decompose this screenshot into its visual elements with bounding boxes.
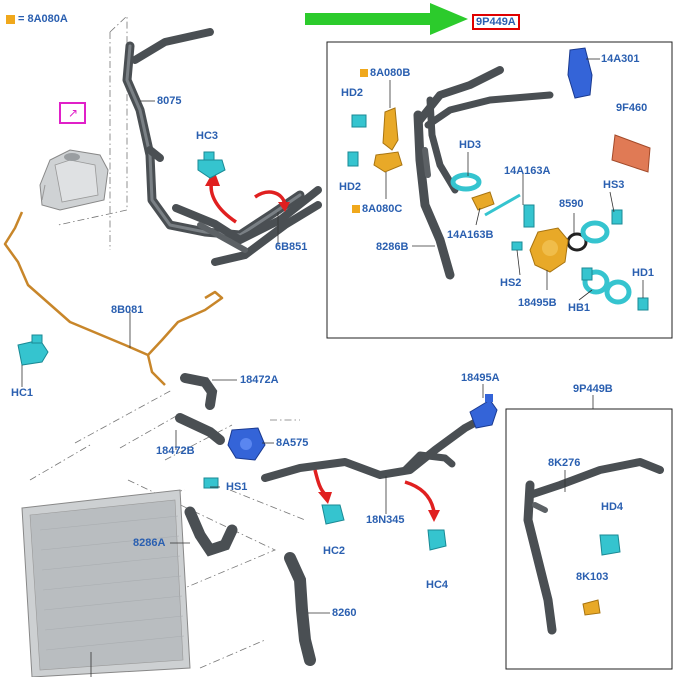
label-hs2: HS2 bbox=[500, 277, 522, 289]
clip-hb1 bbox=[581, 267, 632, 305]
label-18495b: 18495B bbox=[518, 297, 557, 309]
label-8a080b-text: 8A080B bbox=[370, 67, 411, 79]
label-9f460: 9F460 bbox=[616, 102, 648, 114]
label-hd1: HD1 bbox=[632, 267, 655, 279]
part-8A080C bbox=[373, 151, 403, 173]
detail-box-9P449B bbox=[505, 408, 673, 670]
label-8075: 8075 bbox=[157, 95, 182, 107]
label-8a080c-text: 8A080C bbox=[362, 203, 403, 215]
label-8a575: 8A575 bbox=[276, 437, 309, 449]
label-hd4: HD4 bbox=[601, 501, 624, 513]
clip-hd4 bbox=[599, 534, 621, 556]
label-8a080c: 8A080C bbox=[352, 203, 402, 215]
part-14A163B bbox=[471, 191, 495, 211]
clip-hd3 bbox=[450, 172, 482, 192]
part-14A301 bbox=[567, 47, 593, 99]
label-8260: 8260 bbox=[332, 607, 357, 619]
clip-hc3 bbox=[197, 151, 226, 179]
reservoir-marker bbox=[59, 102, 86, 124]
label-8a080b: 8A080B bbox=[360, 67, 410, 79]
label-18495a: 18495A bbox=[461, 372, 500, 384]
part-8A080B bbox=[382, 107, 399, 151]
hose-8K276 bbox=[523, 458, 664, 635]
label-hc4: HC4 bbox=[426, 579, 449, 591]
part-18495B bbox=[529, 227, 569, 273]
red-curved-arrow bbox=[209, 179, 237, 224]
leader-lines bbox=[21, 58, 644, 677]
clip-hd2-lower bbox=[347, 151, 359, 167]
clip-hc4 bbox=[427, 529, 447, 551]
part-8A575 bbox=[227, 427, 266, 461]
orange-square-marker bbox=[360, 69, 368, 77]
label-hc1: HC1 bbox=[11, 387, 34, 399]
orange-square-marker bbox=[352, 205, 360, 213]
radiator bbox=[21, 489, 191, 677]
clip-hs2 bbox=[511, 241, 523, 251]
label-hc2: HC2 bbox=[323, 545, 346, 557]
external-link-icon[interactable]: ↗ bbox=[67, 106, 79, 120]
legend-swatch bbox=[6, 15, 15, 24]
label-14a163b: 14A163B bbox=[447, 229, 494, 241]
red-curved-arrow bbox=[404, 480, 436, 513]
clip-hc1 bbox=[17, 334, 49, 366]
coolant-reservoir bbox=[39, 149, 109, 211]
hose-18472A bbox=[180, 373, 218, 410]
hose-18472B bbox=[175, 413, 225, 445]
clip-hd1 bbox=[637, 297, 649, 311]
red-curved-arrow bbox=[254, 190, 287, 205]
label-8286a: 8286A bbox=[133, 537, 166, 549]
hose-8B081 bbox=[3, 211, 224, 386]
clip-14A163A bbox=[523, 204, 535, 228]
hose-8075 bbox=[122, 28, 305, 240]
label-14a301: 14A301 bbox=[601, 53, 640, 65]
highlight-ref-9P449A[interactable]: 9P449A bbox=[472, 14, 520, 30]
label-hs3: HS3 bbox=[603, 179, 625, 191]
green-pointer-arrow bbox=[305, 3, 468, 35]
legend-label: = 8A080A bbox=[18, 13, 68, 25]
label-18472b: 18472B bbox=[156, 445, 195, 457]
hose-8260 bbox=[284, 552, 316, 666]
label-14a163a: 14A163A bbox=[504, 165, 551, 177]
label-8590: 8590 bbox=[559, 198, 584, 210]
part-14A163A bbox=[484, 193, 521, 217]
clip-hc2 bbox=[321, 504, 345, 525]
label-9p449b: 9P449B bbox=[573, 383, 613, 395]
part-9F460 bbox=[611, 134, 651, 173]
label-hd2-upper: HD2 bbox=[341, 87, 364, 99]
label-hs1: HS1 bbox=[226, 481, 248, 493]
part-18495A bbox=[469, 394, 498, 429]
label-8b081: 8B081 bbox=[111, 304, 144, 316]
hose-6B851 bbox=[172, 186, 322, 266]
clip-hd2-upper bbox=[351, 114, 367, 128]
clip-hs3 bbox=[580, 209, 623, 244]
label-hd3: HD3 bbox=[459, 139, 482, 151]
hose-18N345 bbox=[261, 416, 484, 482]
part-8K103 bbox=[582, 599, 601, 616]
label-8k276: 8K276 bbox=[548, 457, 581, 469]
label-18n345: 18N345 bbox=[366, 514, 405, 526]
label-8k103: 8K103 bbox=[576, 571, 609, 583]
label-8286b: 8286B bbox=[376, 241, 409, 253]
hose-8286A bbox=[184, 506, 238, 557]
red-curved-arrow bbox=[313, 469, 328, 497]
hose-8286B bbox=[413, 66, 554, 280]
detail-box-9P449A bbox=[326, 41, 673, 339]
label-6b851: 6B851 bbox=[275, 241, 308, 253]
clip-hs1 bbox=[203, 477, 219, 489]
label-hb1: HB1 bbox=[568, 302, 591, 314]
label-hd2-lower: HD2 bbox=[339, 181, 362, 193]
label-18472a: 18472A bbox=[240, 374, 279, 386]
label-hc3: HC3 bbox=[196, 130, 219, 142]
